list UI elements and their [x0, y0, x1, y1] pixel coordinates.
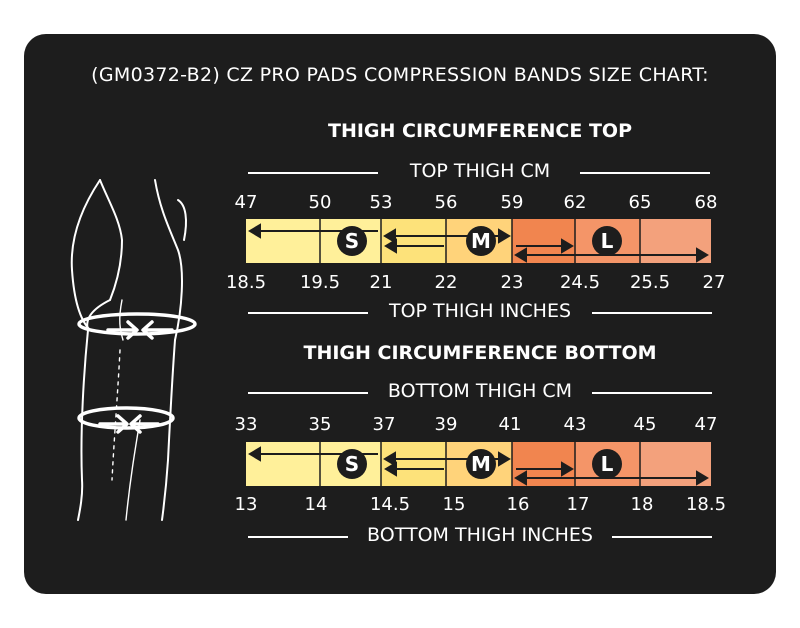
tick: 22 — [434, 272, 458, 293]
size-s-label: S — [345, 229, 359, 253]
tick: 53 — [369, 192, 393, 213]
tick: 17 — [566, 494, 590, 515]
leg-illustration — [70, 179, 187, 521]
tick: 24.5 — [559, 272, 601, 293]
top-cm-label: TOP THIGH CM — [403, 160, 557, 182]
tick: 39 — [434, 414, 458, 435]
top-inch-label: TOP THIGH INCHES — [382, 300, 578, 322]
bar-segment — [381, 442, 446, 486]
tick: 41 — [498, 414, 522, 435]
tick: 50 — [308, 192, 332, 213]
tick: 19.5 — [299, 272, 341, 293]
top-inch-label-row: TOP THIGH INCHES — [240, 300, 720, 324]
tick: 27 — [702, 272, 726, 293]
tick: 62 — [563, 192, 587, 213]
chart-title: (GM0372-B2) CZ PRO PADS COMPRESSION BAND… — [91, 64, 709, 86]
tick: 18 — [630, 494, 654, 515]
top-band-marker — [77, 312, 197, 340]
tick: 37 — [372, 414, 396, 435]
tick: 25.5 — [629, 272, 671, 293]
tick: 18.5 — [685, 494, 727, 515]
tick: 59 — [500, 192, 524, 213]
size-s-label: S — [345, 452, 359, 476]
top-size-bar: S M L — [246, 219, 711, 263]
size-l-label: L — [601, 229, 614, 253]
bottom-inch-label: BOTTOM THIGH INCHES — [361, 524, 599, 546]
tick: 33 — [234, 414, 258, 435]
top-heading: THIGH CIRCUMFERENCE TOP — [327, 120, 632, 142]
tick: 13 — [234, 494, 258, 515]
tick: 14 — [304, 494, 328, 515]
tick: 43 — [563, 414, 587, 435]
bottom-band-marker — [77, 406, 175, 434]
tick: 47 — [694, 414, 718, 435]
tick: 56 — [434, 192, 458, 213]
tick: 16 — [506, 494, 530, 515]
size-m-label: M — [471, 452, 491, 476]
bottom-cm-label-row: BOTTOM THIGH CM — [240, 380, 720, 404]
tick: 65 — [628, 192, 652, 213]
tick: 21 — [369, 272, 393, 293]
tick: 18.5 — [225, 272, 267, 293]
tick: 35 — [308, 414, 332, 435]
tick: 45 — [633, 414, 657, 435]
tick: 15 — [442, 494, 466, 515]
bottom-inch-label-row: BOTTOM THIGH INCHES — [240, 524, 720, 548]
size-l-label: L — [601, 452, 614, 476]
bottom-heading: THIGH CIRCUMFERENCE BOTTOM — [303, 342, 657, 364]
bar-segment — [381, 219, 446, 263]
bottom-cm-label: BOTTOM THIGH CM — [381, 380, 579, 402]
top-cm-label-row: TOP THIGH CM — [240, 160, 720, 184]
tick: 14.5 — [369, 494, 411, 515]
tick: 23 — [500, 272, 524, 293]
bottom-size-bar: S M L — [246, 442, 711, 486]
tick: 68 — [694, 192, 718, 213]
tick: 47 — [234, 192, 258, 213]
size-m-label: M — [471, 229, 491, 253]
